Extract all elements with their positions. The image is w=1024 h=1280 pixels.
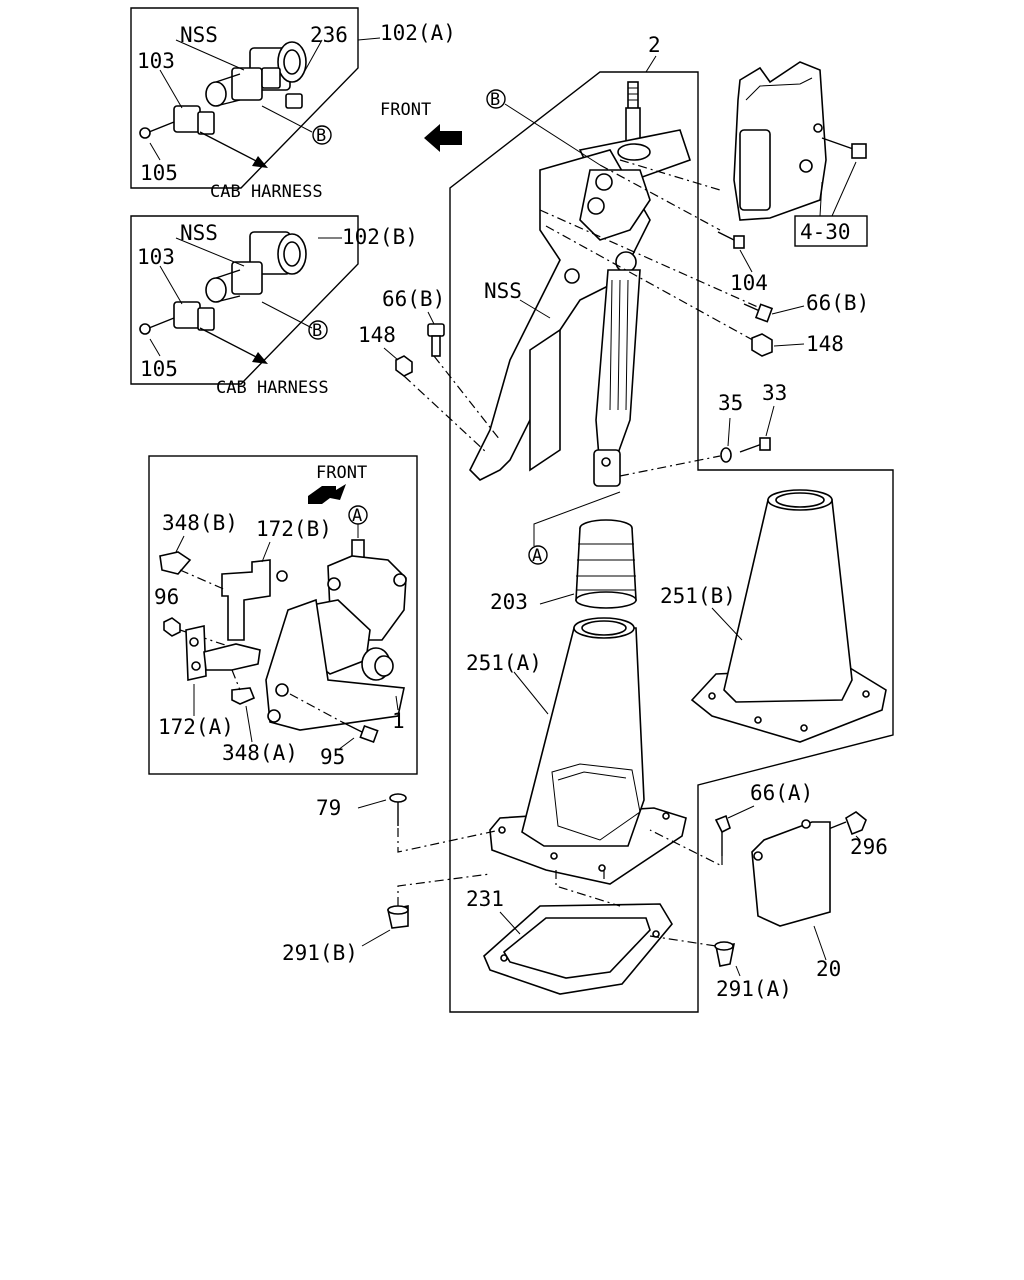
label-2: 2 xyxy=(648,33,661,57)
front-arrow-icon xyxy=(424,124,462,152)
label-cab-harness-top: CAB HARNESS xyxy=(210,182,323,202)
clip-348a xyxy=(231,687,256,705)
cover-4-30 xyxy=(733,61,867,221)
switch-connector-a xyxy=(139,41,307,139)
shift-lever xyxy=(469,81,692,487)
nut-291a xyxy=(714,941,735,967)
boot-251a xyxy=(489,617,687,885)
screw-66a xyxy=(714,814,731,856)
front-arrow-top: FRONT xyxy=(380,100,462,152)
nut-148-left xyxy=(395,355,413,377)
label-105-top: 105 xyxy=(140,161,178,185)
ref-a-main: A xyxy=(532,546,542,566)
label-172b: 172(B) xyxy=(256,517,332,541)
fitting-296 xyxy=(825,811,867,836)
bolt-104 xyxy=(717,231,745,249)
label-20: 20 xyxy=(816,957,841,981)
screw-79 xyxy=(389,793,407,826)
label-148-right: 148 xyxy=(806,332,844,356)
label-cab-harness-mid: CAB HARNESS xyxy=(216,378,329,398)
label-nss-main: NSS xyxy=(484,279,522,303)
label-251a: 251(A) xyxy=(466,651,542,675)
nut-291b xyxy=(387,905,409,929)
ref-circle-a-main xyxy=(528,545,548,565)
gasket-231 xyxy=(483,903,673,995)
label-1: 1 xyxy=(392,709,405,733)
label-103-top: 103 xyxy=(137,49,175,73)
nut-96 xyxy=(163,617,181,637)
bracket-172a xyxy=(185,625,261,681)
label-102a: 102(A) xyxy=(380,21,456,45)
label-nss-mid: NSS xyxy=(180,221,218,245)
ref-circle-b-mid xyxy=(308,320,328,340)
main-assembly: 2 xyxy=(282,33,894,1013)
label-348b: 348(B) xyxy=(162,511,238,535)
ref-box-4-30 xyxy=(794,215,868,247)
clip-348b xyxy=(159,551,192,575)
switch-connector-b xyxy=(139,231,307,335)
label-front-inset: FRONT xyxy=(316,463,367,483)
label-96: 96 xyxy=(154,585,179,609)
label-236: 236 xyxy=(310,23,348,47)
ref-b-top: B xyxy=(316,126,326,146)
label-33: 33 xyxy=(762,381,787,405)
label-66b-right: 66(B) xyxy=(806,291,869,315)
bolt-33 xyxy=(739,437,771,453)
label-35: 35 xyxy=(718,391,743,415)
ref-circle-b-main xyxy=(486,89,506,109)
label-103-mid: 103 xyxy=(137,245,175,269)
label-66b-left: 66(B) xyxy=(382,287,445,311)
label-148-left: 148 xyxy=(358,323,396,347)
washer-35 xyxy=(720,447,732,463)
bolt-95 xyxy=(341,721,379,744)
boot-203 xyxy=(575,519,637,609)
label-66a: 66(A) xyxy=(750,781,813,805)
label-4-30: 4-30 xyxy=(800,220,851,244)
label-251b: 251(B) xyxy=(660,584,736,608)
ref-circle-b-top xyxy=(312,125,332,145)
ref-a-inset: A xyxy=(352,506,362,526)
inset-transmission: FRONT A 1 348(B) 172(B) xyxy=(148,455,418,775)
transmission-1 xyxy=(265,539,407,731)
label-nss-top: NSS xyxy=(180,23,218,47)
label-231: 231 xyxy=(466,887,504,911)
label-front-top: FRONT xyxy=(380,100,431,120)
label-102b: 102(B) xyxy=(342,225,418,249)
label-203: 203 xyxy=(490,590,528,614)
label-79: 79 xyxy=(316,796,341,820)
label-291a: 291(A) xyxy=(716,977,792,1001)
ref-b-mid: B xyxy=(312,321,322,341)
label-348a: 348(A) xyxy=(222,741,298,765)
bolt-66b-left xyxy=(427,323,445,357)
label-105-mid: 105 xyxy=(140,357,178,381)
inset-102b: NSS 102(B) 103 105 B CAB HARNESS xyxy=(130,215,418,398)
nut-148-right xyxy=(751,333,773,357)
label-104: 104 xyxy=(730,271,768,295)
cover-20 xyxy=(751,819,831,927)
boot-251b xyxy=(690,489,887,743)
bolt-66b-right xyxy=(743,303,774,323)
label-95: 95 xyxy=(320,745,345,769)
ref-b-main: B xyxy=(490,90,500,110)
inset-102a: NSS 236 102(A) 103 105 B CAB HARNESS xyxy=(130,7,456,202)
label-296: 296 xyxy=(850,835,888,859)
label-172a: 172(A) xyxy=(158,715,234,739)
label-291b: 291(B) xyxy=(282,941,358,965)
bracket-172b xyxy=(221,559,288,641)
front-arrow-inset-icon xyxy=(308,484,346,504)
